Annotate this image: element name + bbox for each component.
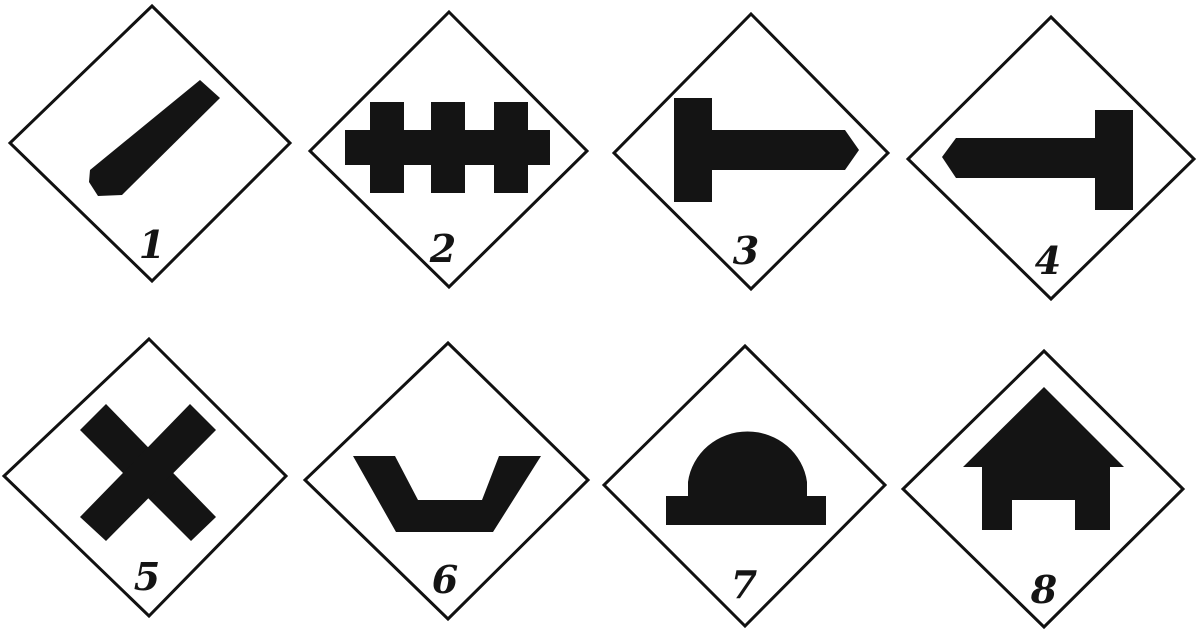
t-shape-right-icon: [674, 98, 859, 202]
sign-5-number: 5: [134, 554, 160, 599]
dome-icon: [666, 431, 826, 525]
sign-6-number: 6: [432, 557, 458, 602]
sign-3: 3: [611, 11, 891, 292]
sign-4-number: 4: [1035, 238, 1061, 283]
sign-7: 7: [601, 343, 888, 629]
trough-icon: [353, 456, 541, 532]
sign-1-number: 1: [139, 222, 165, 267]
sign-7-number: 7: [731, 562, 757, 607]
sign-1: 1: [7, 3, 293, 284]
cross-icon: [80, 404, 216, 541]
t-shape-left-icon: [942, 110, 1133, 210]
sign-2: 2: [307, 9, 590, 290]
fence-icon: [345, 102, 550, 193]
sign-8: 8: [900, 348, 1186, 630]
sign-4: 4: [905, 14, 1197, 302]
sign-6-diamond-frame: [302, 340, 591, 622]
sign-8-number: 8: [1030, 567, 1057, 612]
diagonal-bar-icon: [89, 80, 220, 196]
house-icon: [963, 387, 1124, 530]
sign-5: 5: [1, 336, 289, 619]
sign-3-number: 3: [733, 228, 759, 273]
sign-6: 6: [302, 340, 591, 622]
sign-2-number: 2: [429, 226, 456, 271]
